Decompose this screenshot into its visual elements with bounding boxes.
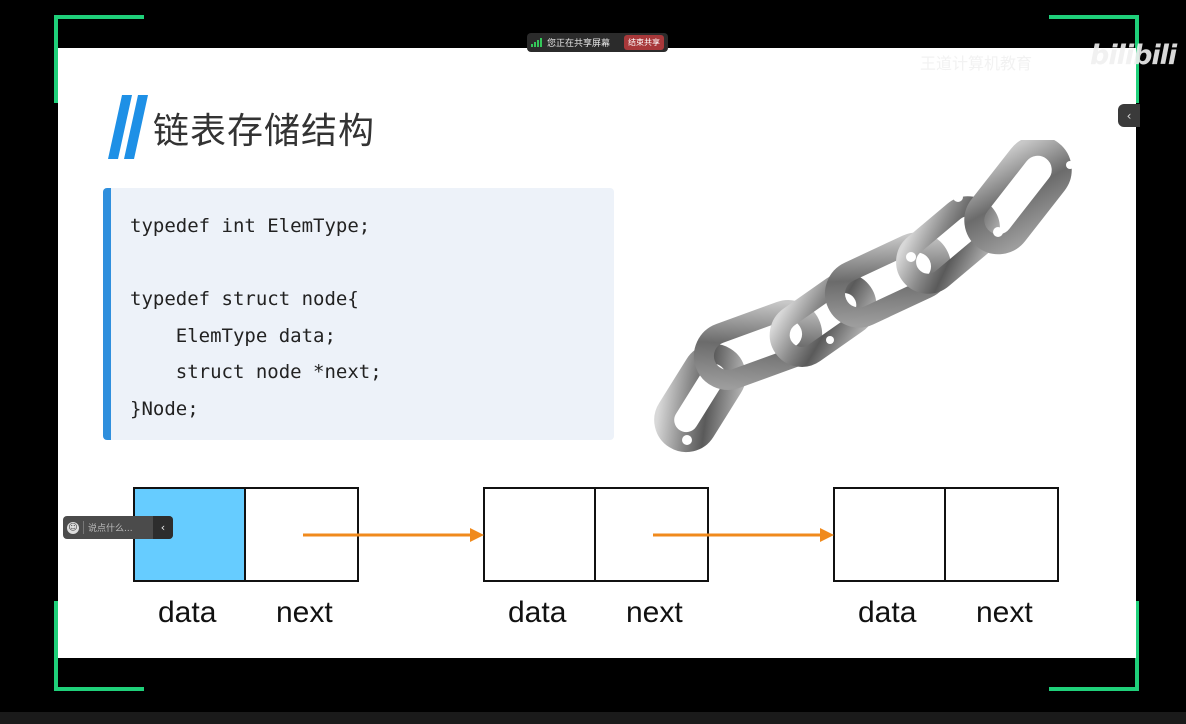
share-status-text: 您正在共享屏幕 bbox=[547, 39, 611, 49]
next-field bbox=[596, 487, 709, 582]
chevron-left-icon: ‹ bbox=[1126, 108, 1132, 123]
slide-title: 链表存储结构 bbox=[153, 111, 376, 152]
data-field bbox=[833, 487, 946, 582]
capture-corner-top-right bbox=[1049, 15, 1139, 103]
screen-share-bar: 您正在共享屏幕 结束共享 bbox=[527, 33, 668, 52]
node-2-data-label: data bbox=[508, 596, 567, 629]
next-field bbox=[246, 487, 359, 582]
node-1-next-label: next bbox=[276, 596, 333, 629]
node-2-next-label: next bbox=[626, 596, 683, 629]
capture-corner-bottom-left bbox=[54, 601, 144, 691]
list-node-2 bbox=[483, 487, 709, 582]
collapse-chevron-icon[interactable]: ‹ bbox=[153, 516, 173, 539]
danmaku-input-bar[interactable]: ☺ 说点什么... ‹ bbox=[63, 516, 173, 539]
code-text: typedef int ElemType; typedef struct nod… bbox=[130, 215, 382, 420]
capture-corner-bottom-right bbox=[1049, 601, 1139, 691]
bottom-strip bbox=[0, 712, 1186, 724]
code-block: typedef int ElemType; typedef struct nod… bbox=[103, 188, 614, 440]
stop-share-button[interactable]: 结束共享 bbox=[624, 35, 664, 50]
chain-illustration bbox=[654, 140, 1074, 453]
bilibili-logo: bilibili bbox=[1090, 40, 1177, 71]
capture-corner-top-left bbox=[54, 15, 144, 103]
danmaku-input[interactable]: 说点什么... bbox=[83, 521, 149, 534]
data-field bbox=[483, 487, 596, 582]
signal-icon bbox=[531, 38, 542, 47]
side-panel-toggle[interactable]: ‹ bbox=[1118, 104, 1140, 127]
smile-icon[interactable]: ☺ bbox=[67, 521, 79, 534]
node-1-data-label: data bbox=[158, 596, 217, 629]
node-3-data-label: data bbox=[858, 596, 917, 629]
node-3-next-label: next bbox=[976, 596, 1033, 629]
title-accent-icon bbox=[108, 95, 148, 159]
next-field bbox=[946, 487, 1059, 582]
watermark-text: 王道计算机教育 bbox=[920, 54, 1033, 73]
list-node-3 bbox=[833, 487, 1059, 582]
